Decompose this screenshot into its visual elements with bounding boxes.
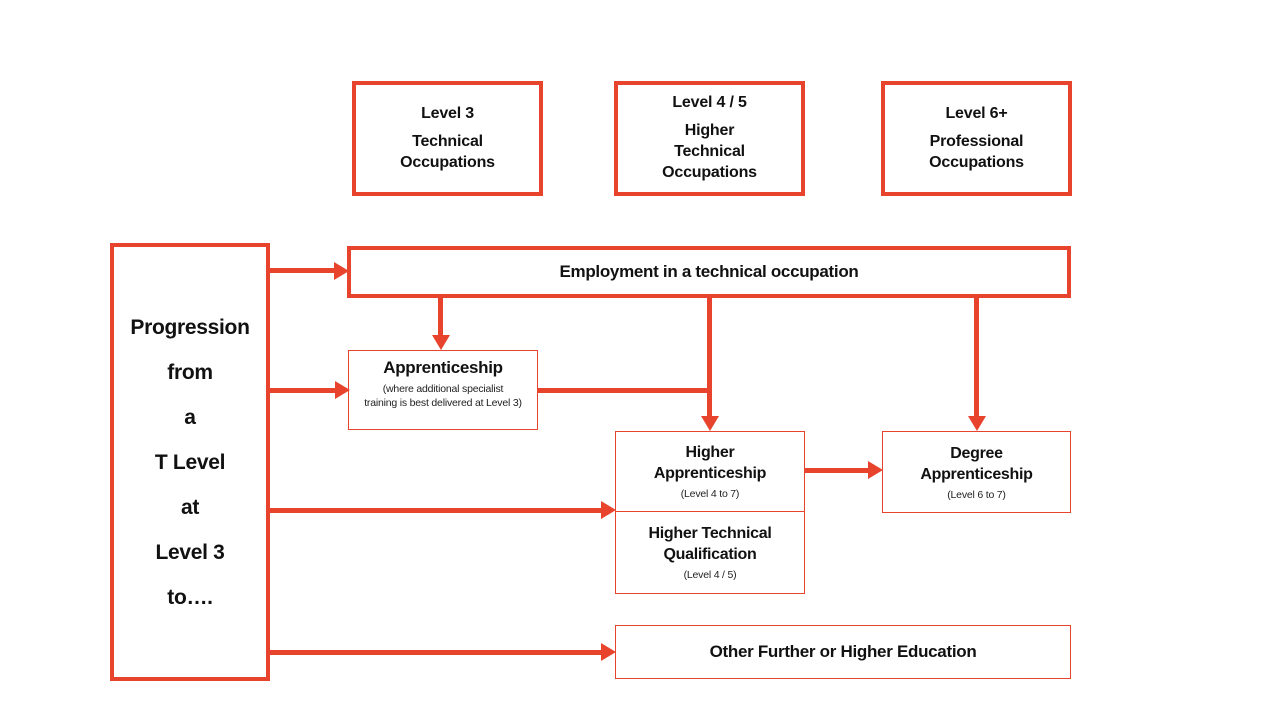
level45-higher-technical-occupations-box: Level 4 / 5 Higher Technical Occupations	[614, 81, 805, 196]
degree-apprenticeship-title: Degree Apprenticeship	[920, 445, 1033, 483]
source-line: Progression	[130, 315, 250, 339]
arrow-line-source-to-employment	[270, 268, 334, 273]
arrow-line-employment-to-apprenticeship	[438, 298, 443, 336]
arrow-line-source-to-other	[270, 650, 601, 655]
arrow-head-source-to-higher	[601, 501, 616, 519]
box-subtitle: Technical Occupations	[400, 132, 495, 171]
source-line: at	[180, 495, 200, 519]
level3-technical-occupations-box: Level 3 Technical Occupations	[352, 81, 543, 196]
source-line: from	[167, 360, 213, 384]
source-line: Level 3	[155, 540, 225, 564]
higher-technical-qualification-title: Higher Technical Qualification	[648, 525, 772, 564]
arrow-head-higher-to-degree	[868, 461, 883, 479]
arrow-head-employment-to-degree	[968, 416, 986, 431]
source-line: T Level	[154, 450, 226, 474]
arrow-head-employment-to-higher	[701, 416, 719, 431]
apprenticeship-title: Apprenticeship	[383, 358, 503, 377]
source-line: to….	[167, 585, 213, 609]
employment-label: Employment in a technical occupation	[559, 262, 859, 281]
arrow-head-source-to-apprenticeship	[335, 381, 350, 399]
arrow-line-employment-to-higher	[707, 298, 712, 417]
apprenticeship-box: Apprenticeship (where additional special…	[348, 350, 538, 430]
box-subtitle: Professional Occupations	[929, 132, 1024, 171]
box-title: Level 6+	[945, 104, 1008, 122]
higher-apprenticeship-note: (Level 4 to 7)	[680, 488, 740, 501]
employment-box: Employment in a technical occupation	[347, 246, 1071, 298]
arrow-line-higher-to-degree	[805, 468, 868, 473]
higher-apprenticeship-title: Higher Apprenticeship	[653, 444, 767, 483]
arrow-line-source-to-apprenticeship	[270, 388, 335, 393]
other-education-box: Other Further or Higher Education	[615, 625, 1071, 679]
arrow-line-source-to-higher	[270, 508, 601, 513]
arrow-head-source-to-other	[601, 643, 616, 661]
arrow-head-source-to-employment	[334, 262, 349, 280]
box-title: Level 3	[421, 104, 474, 122]
level6-professional-occupations-box: Level 6+ Professional Occupations	[881, 81, 1072, 196]
arrow-line-employment-to-degree	[974, 298, 979, 417]
degree-apprenticeship-note: (Level 6 to 7)	[947, 489, 1006, 501]
arrow-head-employment-to-apprenticeship	[432, 335, 450, 350]
progression-source-box: Progression from a T Level at Level 3 to…	[110, 243, 270, 681]
higher-technical-qualification-note: (Level 4 / 5)	[683, 569, 737, 582]
higher-apprenticeship-cell: Higher Apprenticeship (Level 4 to 7)	[616, 432, 804, 512]
apprenticeship-note: (where additional specialist training is…	[364, 383, 522, 409]
source-line: a	[184, 405, 196, 429]
other-education-label: Other Further or Higher Education	[709, 642, 977, 661]
higher-box: Higher Apprenticeship (Level 4 to 7) Hig…	[615, 431, 805, 594]
higher-technical-qualification-cell: Higher Technical Qualification (Level 4 …	[616, 512, 804, 593]
connector-line-apprenticeship-to-higher	[538, 388, 712, 393]
box-subtitle: Higher Technical Occupations	[662, 122, 757, 181]
box-title: Level 4 / 5	[672, 94, 747, 111]
degree-apprenticeship-box: Degree Apprenticeship (Level 6 to 7)	[882, 431, 1071, 513]
